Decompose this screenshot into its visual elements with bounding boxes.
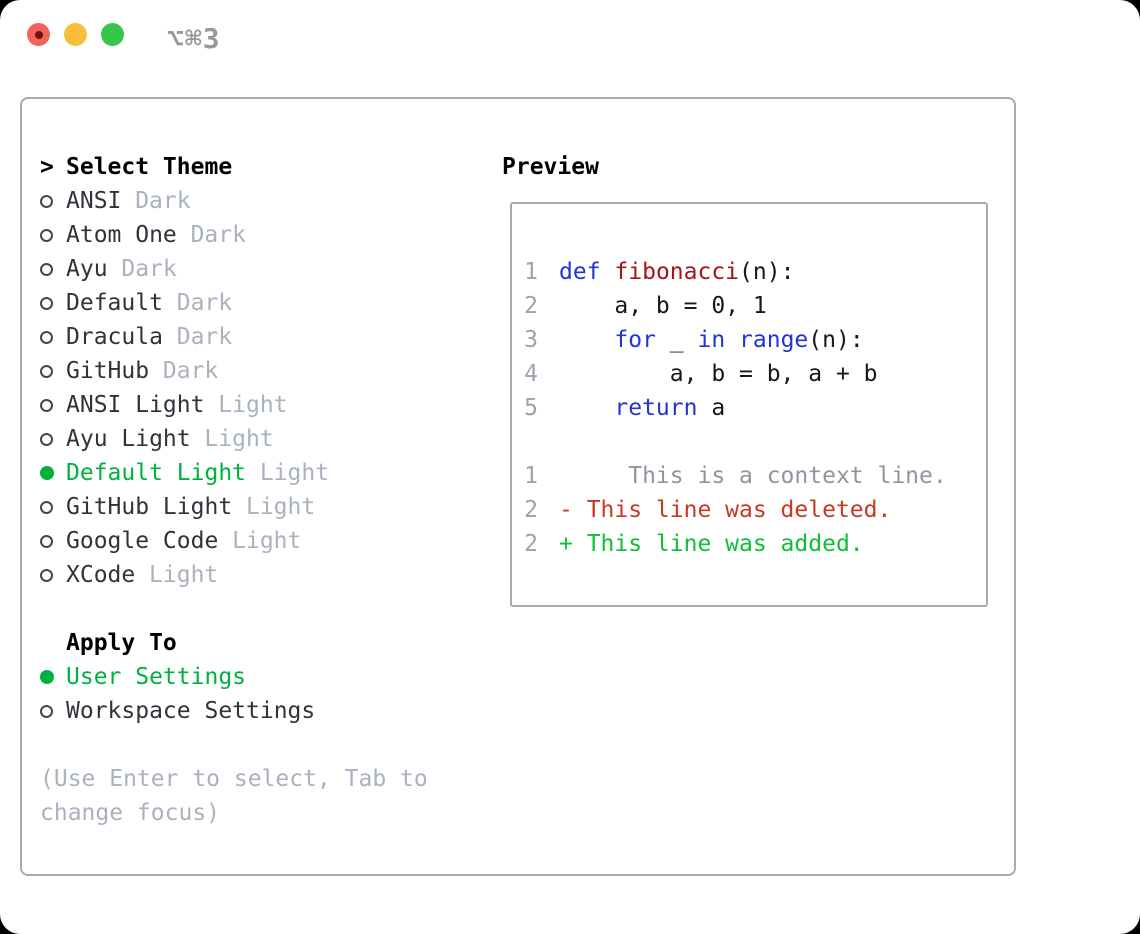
- code-line: 1 def fibonacci(n):: [524, 255, 986, 289]
- theme-item-ayu-dark[interactable]: Ayu Dark: [40, 252, 470, 286]
- code-text: return a: [614, 395, 726, 421]
- code-line: 4 a, b = b, a + b: [524, 357, 986, 391]
- theme-item-ansi-dark[interactable]: ANSI Dark: [40, 184, 470, 218]
- theme-variant-tag: Light: [218, 392, 288, 418]
- theme-variant-tag: Dark: [190, 222, 246, 248]
- theme-variant-tag: Dark: [121, 256, 177, 282]
- select-theme-title: Select Theme: [66, 154, 233, 180]
- theme-variant-tag: Dark: [176, 324, 233, 350]
- option-label: Ayu: [66, 256, 108, 282]
- code-text: a, b = 0, 1: [559, 293, 767, 319]
- theme-item-default-light-light[interactable]: Default Light Light: [40, 456, 470, 490]
- line-number: 1: [524, 463, 538, 489]
- keyboard-hint: (Use Enter to select, Tab to change focu…: [40, 766, 428, 826]
- option-label: Atom One: [66, 222, 177, 248]
- theme-variant-tag: Dark: [176, 290, 233, 316]
- close-button[interactable]: [27, 23, 50, 46]
- theme-item-ayu-light-light[interactable]: Ayu Light Light: [40, 422, 470, 456]
- theme-item-github-light-light[interactable]: GitHub Light Light: [40, 490, 470, 524]
- radio-icon: [40, 330, 66, 344]
- radio-icon: [40, 500, 66, 514]
- window-controls: [27, 23, 124, 46]
- radio-icon: [40, 432, 66, 446]
- line-number: 5: [524, 395, 538, 421]
- spacer: [40, 728, 470, 762]
- line-number: 4: [524, 361, 538, 387]
- radio-icon: [40, 364, 66, 378]
- apply-to-title: Apply To: [66, 630, 177, 656]
- apply-to-option-user-settings[interactable]: User Settings: [40, 660, 470, 694]
- radio-icon: [40, 398, 66, 412]
- radio-icon: [40, 194, 66, 208]
- option-label: User Settings: [66, 664, 247, 690]
- option-label: ANSI: [66, 188, 122, 214]
- theme-item-ansi-light-light[interactable]: ANSI Light Light: [40, 388, 470, 422]
- radio-icon: [40, 568, 66, 582]
- theme-item-github-dark[interactable]: GitHub Dark: [40, 354, 470, 388]
- theme-item-dracula-dark[interactable]: Dracula Dark: [40, 320, 470, 354]
- maximize-button[interactable]: [101, 23, 124, 46]
- radio-selected-icon: [40, 466, 66, 480]
- minimize-button[interactable]: [64, 23, 87, 46]
- window-title-shortcut: ⌥⌘3: [167, 22, 221, 55]
- spacer: [40, 592, 470, 626]
- theme-item-xcode-light[interactable]: XCode Light: [40, 558, 470, 592]
- select-theme-header: > Select Theme: [40, 150, 470, 184]
- option-label: Default Light: [66, 460, 247, 486]
- apply-to-header: Apply To: [40, 626, 470, 660]
- option-label: Google Code: [66, 528, 219, 554]
- line-number: 1: [524, 259, 538, 285]
- code-text: def fibonacci(n):: [559, 259, 795, 285]
- diff-text: This is a context line.: [559, 463, 947, 489]
- theme-variant-tag: Light: [245, 494, 316, 520]
- radio-icon: [40, 296, 66, 310]
- theme-variant-tag: Dark: [135, 188, 191, 214]
- option-label: Ayu Light: [66, 426, 191, 452]
- theme-variant-tag: Light: [204, 426, 274, 452]
- radio-icon: [40, 534, 66, 548]
- option-label: XCode: [66, 562, 136, 588]
- radio-icon: [40, 704, 66, 718]
- theme-item-google-code-light[interactable]: Google Code Light: [40, 524, 470, 558]
- code-line: 2 a, b = 0, 1: [524, 289, 986, 323]
- code-text: for _ in range(n):: [614, 327, 864, 353]
- code-text: a, b = b, a + b: [559, 361, 878, 387]
- radio-icon: [40, 262, 66, 276]
- option-label: GitHub: [66, 358, 150, 384]
- option-label: Default: [66, 290, 163, 316]
- code-line: 3 for _ in range(n):: [524, 323, 986, 357]
- theme-variant-tag: Light: [259, 460, 330, 486]
- diff-text: - This line was deleted.: [559, 497, 892, 523]
- diff-context-line: 1 This is a context line.: [524, 459, 986, 493]
- code-line: 5 return a: [524, 391, 986, 425]
- diff-deleted-line: 2 - This line was deleted.: [524, 493, 986, 527]
- theme-item-atom-one-dark[interactable]: Atom One Dark: [40, 218, 470, 252]
- line-number: 3: [524, 327, 538, 353]
- option-label: Dracula: [66, 324, 163, 350]
- option-label: ANSI Light: [66, 392, 205, 418]
- theme-variant-tag: Light: [232, 528, 302, 554]
- radio-selected-icon: [40, 670, 66, 684]
- line-number: 2: [524, 497, 538, 523]
- line-number: 2: [524, 293, 538, 319]
- line-number: 2: [524, 531, 538, 557]
- option-label: GitHub Light: [66, 494, 233, 520]
- preview-title: Preview: [502, 154, 599, 180]
- close-dot-icon: [34, 30, 43, 39]
- theme-variant-tag: Dark: [162, 358, 219, 384]
- option-label: Workspace Settings: [66, 698, 316, 724]
- diff-text: + This line was added.: [559, 531, 864, 557]
- apply-to-option-workspace-settings[interactable]: Workspace Settings: [40, 694, 470, 728]
- blank-line: [524, 425, 986, 459]
- prompt-icon: >: [40, 154, 54, 180]
- radio-icon: [40, 228, 66, 242]
- diff-added-line: 2 + This line was added.: [524, 527, 986, 561]
- theme-item-default-dark[interactable]: Default Dark: [40, 286, 470, 320]
- theme-variant-tag: Light: [149, 562, 219, 588]
